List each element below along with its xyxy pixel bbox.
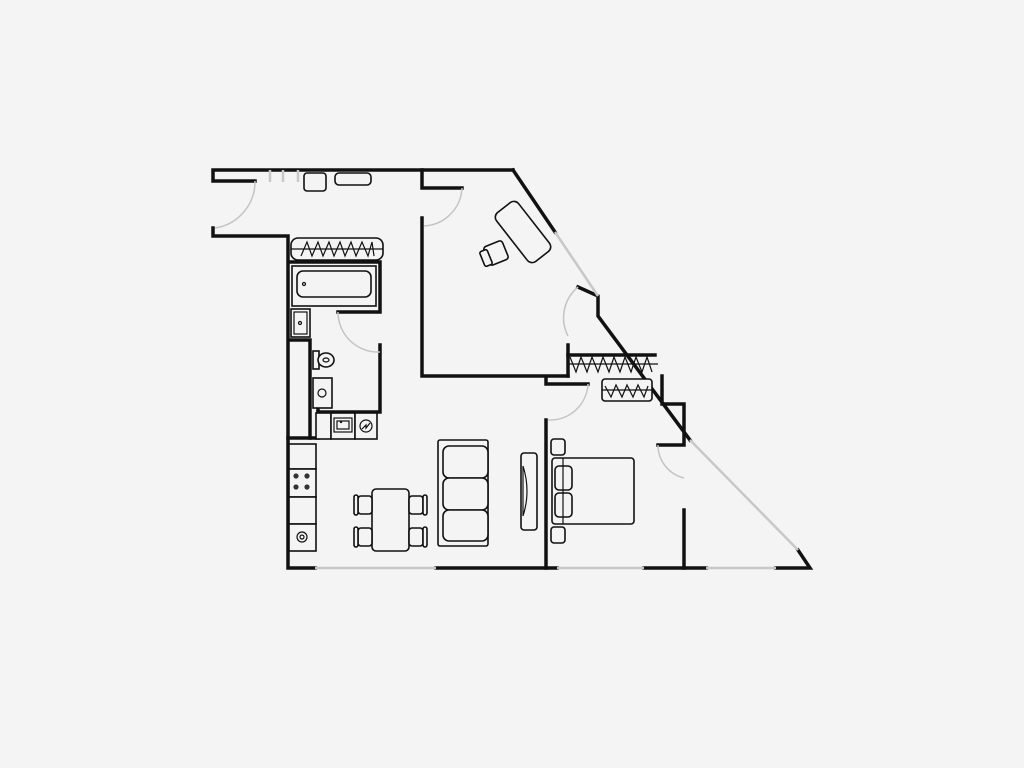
- kitchen-sink: [333, 417, 353, 433]
- wall-diagonal-top: [510, 167, 558, 235]
- dining-chairs: [353, 494, 428, 548]
- wall-office-top: [420, 168, 464, 190]
- coat-hooks: [268, 170, 300, 182]
- window-diagonal: [689, 439, 799, 551]
- hall-bench: [334, 172, 372, 186]
- door-office[interactable]: [423, 187, 463, 227]
- door-entrance[interactable]: [214, 180, 256, 229]
- wall-top: [211, 168, 515, 183]
- nightstand-bottom: [550, 526, 566, 544]
- wall-duct: [288, 338, 312, 440]
- wall-bedroom-right-top: [656, 374, 686, 447]
- wall-bath-top: [288, 260, 382, 314]
- stove-icon: [293, 473, 310, 490]
- bath-sink: [290, 308, 311, 338]
- bedroom-wardrobe: [601, 378, 653, 402]
- hall-wardrobe: [290, 237, 384, 261]
- closet-wardrobe: [566, 353, 658, 374]
- door-bathroom[interactable]: [337, 311, 381, 353]
- wall-office-left: [420, 216, 570, 378]
- exterior-walls: [211, 167, 814, 570]
- door-closet[interactable]: [562, 286, 579, 337]
- door-bedroom[interactable]: [547, 383, 589, 421]
- wall-bedroom-top: [544, 376, 590, 386]
- door-corner-room[interactable]: [657, 444, 685, 479]
- dishwasher-icon: [296, 531, 308, 543]
- office-chair: [479, 240, 509, 268]
- wall-bottom-corner: [774, 547, 814, 570]
- wall-diagonal-mid: [575, 284, 693, 443]
- bathtub: [291, 265, 377, 307]
- office-desk: [494, 200, 552, 264]
- toilet: [312, 350, 335, 370]
- fridge-icon: [359, 419, 373, 433]
- windows: [268, 170, 799, 570]
- kitchen-counter: [288, 412, 378, 552]
- window-office: [553, 231, 600, 297]
- nightstand-top: [550, 438, 566, 456]
- double-bed: [551, 457, 635, 525]
- doors: [214, 180, 685, 479]
- sofa: [437, 439, 489, 547]
- hall-ottoman: [303, 172, 327, 192]
- wall-left: [211, 226, 317, 570]
- washing-machine: [312, 377, 333, 409]
- dining-table: [371, 488, 410, 552]
- tv-stand: [520, 452, 538, 531]
